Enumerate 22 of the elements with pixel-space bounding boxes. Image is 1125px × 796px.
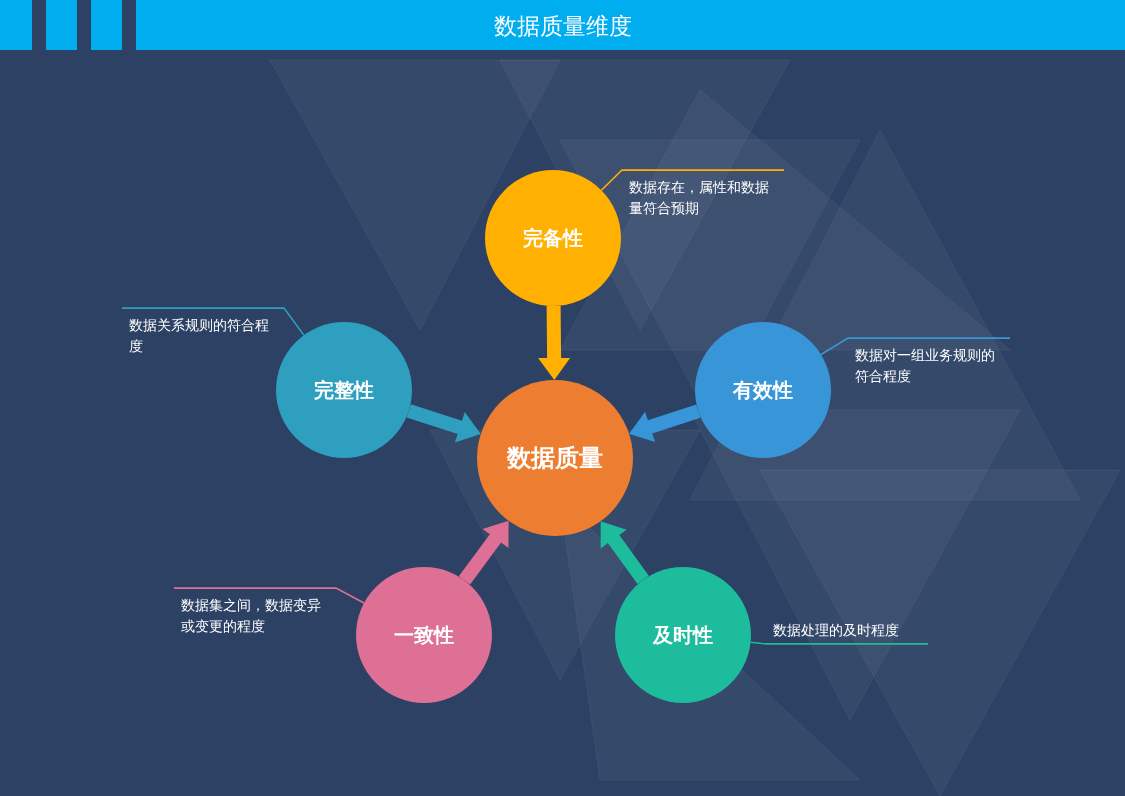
annotation-text: 数据处理的及时程度: [766, 618, 928, 644]
arrow: [629, 404, 701, 443]
annotation-text: 数据关系规则的符合程度: [122, 308, 284, 357]
leader-line: [749, 641, 929, 645]
arrow: [406, 404, 481, 443]
annotation-text: 数据对一组业务规则的符合程度: [848, 338, 1010, 387]
leader-line: [600, 169, 785, 192]
circle-node: 数据质量: [477, 380, 633, 536]
circle-node: 一致性: [356, 567, 492, 703]
arrow: [538, 305, 571, 380]
annotation-text: 数据集之间，数据变异或变更的程度: [174, 588, 336, 637]
circle-node: 完备性: [485, 170, 621, 306]
arrow: [600, 521, 649, 584]
annotation-text: 数据存在，属性和数据量符合预期: [622, 170, 784, 219]
arrow: [458, 520, 509, 585]
leader-line: [121, 307, 305, 336]
title: 数据质量维度: [492, 12, 633, 41]
leader-line: [820, 337, 1011, 356]
circle-node: 及时性: [615, 567, 751, 703]
leader-line: [173, 587, 365, 604]
circle-node: 有效性: [695, 322, 831, 458]
circle-node: 完整性: [276, 322, 412, 458]
